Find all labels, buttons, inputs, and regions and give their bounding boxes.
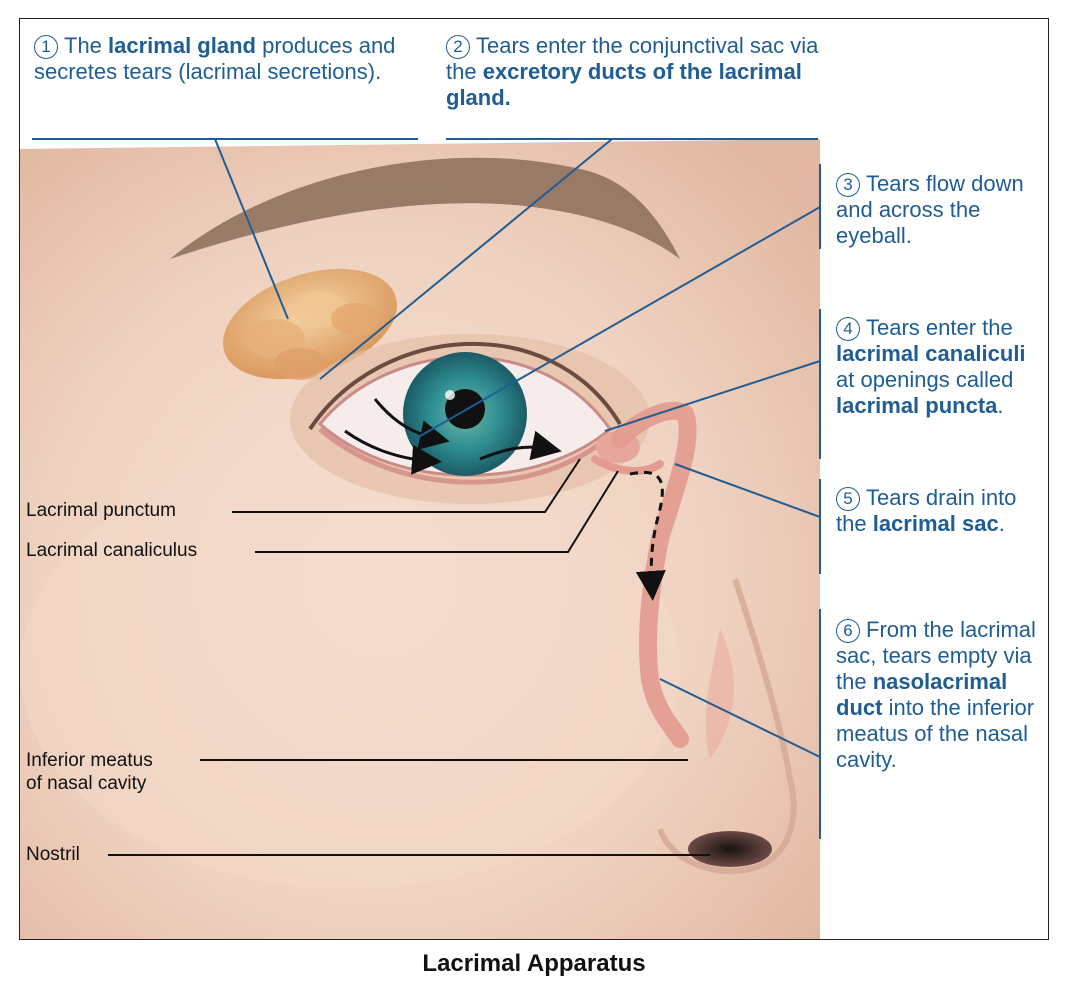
- step-6-text: From the lacrimal sac, tears empty via t…: [836, 617, 1036, 694]
- step-5-text: Tears drain into the: [836, 485, 1017, 536]
- step-1-text-end: produces and secretes tears (lacrimal se…: [34, 33, 396, 84]
- step-4-text-mid: at openings called: [836, 367, 1014, 392]
- step-4-number: 4: [836, 317, 860, 341]
- drainage-arrow: [629, 470, 666, 601]
- figure-caption: Lacrimal Apparatus: [422, 950, 646, 977]
- pupil: [445, 389, 485, 429]
- label-lacrimal-punctum: Lacrimal punctum: [26, 500, 176, 521]
- step-2-bold: excretory ducts of the lacrimal gland.: [446, 59, 802, 110]
- step-2-number: 2: [446, 35, 470, 59]
- leader-step-5: [674, 463, 821, 518]
- lower-eyelid: [318, 427, 614, 485]
- nostril: [688, 831, 772, 867]
- upper-eyelid: [308, 341, 622, 431]
- step-5-number: 5: [836, 487, 860, 511]
- label-inferior-meatus: Inferior meatus of nasal cavity: [26, 749, 153, 795]
- nasal-cavity: [705, 629, 734, 759]
- step-4-text-end: .: [997, 393, 1004, 418]
- nasolacrimal-duct: [611, 401, 697, 748]
- step-3-text: Tears flow down and across the eyeball.: [836, 171, 1024, 248]
- leader-step-3: [414, 206, 821, 440]
- step-4-bold: lacrimal canaliculi: [836, 341, 1026, 366]
- step-6-bold: nasolacrimal duct: [836, 669, 1008, 720]
- label-inferior-meatus-line-2: of nasal cavity: [26, 773, 147, 794]
- step-6-number: 6: [836, 619, 860, 643]
- tear-flow-arrow-1: [373, 398, 450, 450]
- cheek-shading: [20, 449, 680, 889]
- step-5-text-end: .: [998, 511, 1005, 536]
- leader-punctum: [232, 458, 581, 513]
- step-4-text: Tears enter the: [866, 315, 1013, 340]
- tear-flow-arrow-3: [479, 430, 562, 461]
- face-illustration: [20, 138, 821, 939]
- leader-step-2: [319, 138, 613, 380]
- step-5-bold: lacrimal sac: [872, 511, 999, 536]
- canaliculus-lower: [591, 455, 664, 475]
- step-4-bold-2: lacrimal puncta: [836, 393, 998, 418]
- leader-step-1: [214, 138, 289, 320]
- step-1-number: 1: [34, 35, 58, 59]
- nose-outline: [657, 578, 797, 874]
- eyebrow: [170, 157, 680, 259]
- step-1-text: The: [64, 33, 109, 58]
- label-nostril: Nostril: [26, 844, 80, 865]
- leader-step-4: [604, 360, 821, 432]
- leader-canaliculus: [255, 470, 619, 553]
- eye-highlight: [445, 390, 455, 400]
- step-3-number: 3: [836, 173, 860, 197]
- label-inferior-meatus-line-1: Inferior meatus: [26, 750, 153, 771]
- step-6-text-end: into the inferior meatus of the nasal ca…: [836, 695, 1035, 772]
- step-1-bold: lacrimal gland: [108, 33, 256, 58]
- tear-flow-arrow-2: [344, 429, 442, 475]
- step-2-text: Tears enter the conjunctival sac via the: [446, 33, 819, 84]
- leader-step-6: [659, 678, 821, 758]
- label-lacrimal-canaliculus: Lacrimal canaliculus: [26, 540, 198, 561]
